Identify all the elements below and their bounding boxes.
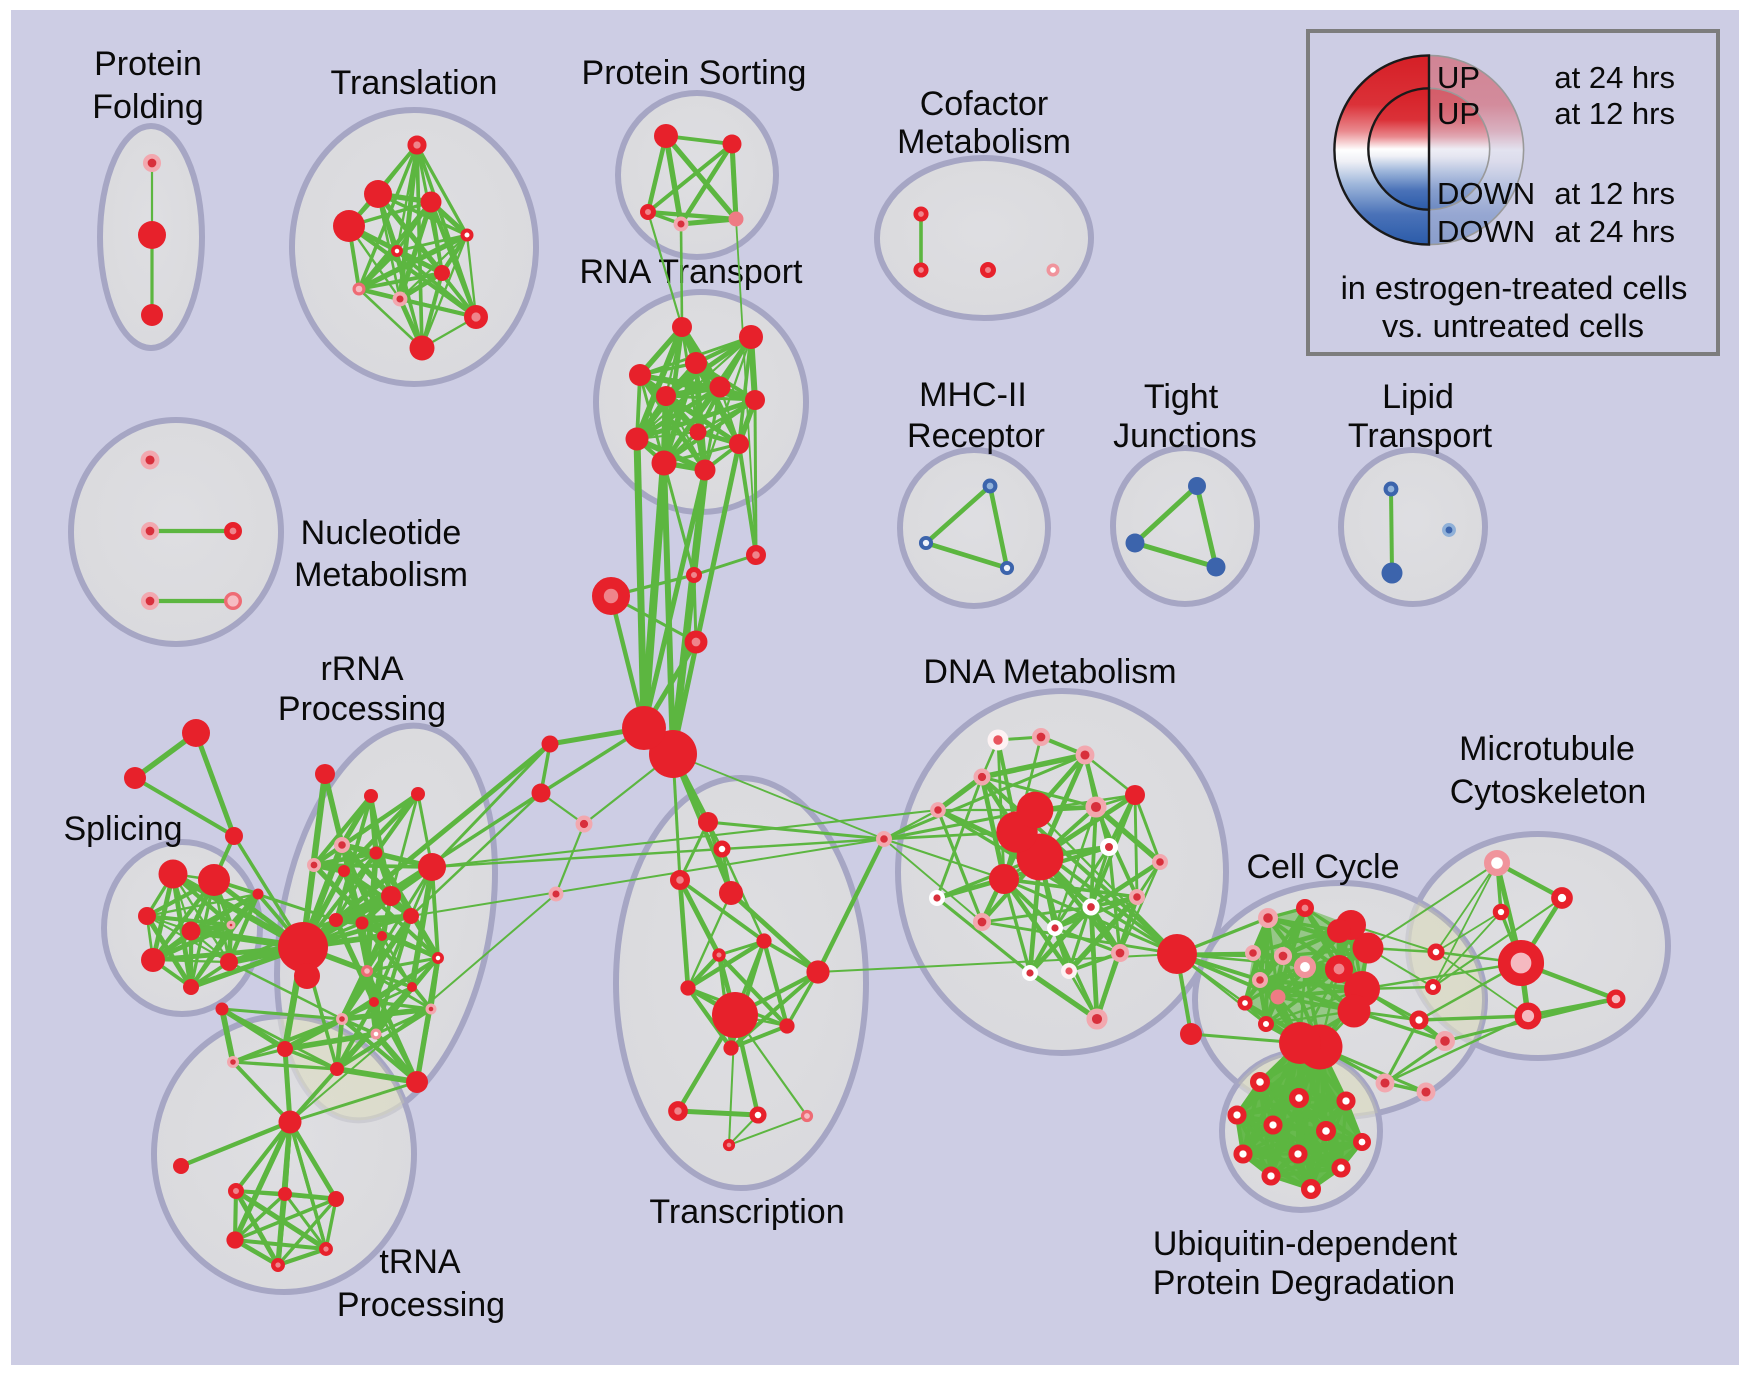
- svg-text:vs. untreated cells: vs. untreated cells: [1382, 308, 1644, 344]
- svg-text:Processing: Processing: [337, 1286, 505, 1324]
- svg-text:Metabolism: Metabolism: [897, 123, 1071, 161]
- svg-text:Transcription: Transcription: [649, 1193, 844, 1231]
- svg-text:Protein Sorting: Protein Sorting: [582, 54, 807, 92]
- svg-text:Cytoskeleton: Cytoskeleton: [1450, 773, 1647, 811]
- svg-text:Translation: Translation: [331, 64, 498, 102]
- svg-text:UP: UP: [1437, 96, 1480, 131]
- svg-text:at 12 hrs: at 12 hrs: [1554, 176, 1675, 211]
- svg-text:Metabolism: Metabolism: [294, 556, 468, 594]
- svg-text:Processing: Processing: [278, 690, 446, 728]
- svg-text:DNA Metabolism: DNA Metabolism: [923, 653, 1176, 691]
- svg-text:rRNA: rRNA: [320, 650, 403, 688]
- svg-text:Receptor: Receptor: [907, 417, 1045, 455]
- svg-text:tRNA: tRNA: [379, 1243, 461, 1281]
- svg-text:at 24 hrs: at 24 hrs: [1554, 60, 1675, 95]
- svg-text:Microtubule: Microtubule: [1459, 730, 1635, 768]
- svg-text:UP: UP: [1437, 60, 1480, 95]
- svg-text:Cell Cycle: Cell Cycle: [1246, 848, 1399, 886]
- svg-text:Lipid: Lipid: [1382, 378, 1454, 416]
- svg-text:Transport: Transport: [1348, 417, 1493, 455]
- svg-text:DOWN: DOWN: [1437, 176, 1535, 211]
- svg-text:Nucleotide: Nucleotide: [301, 514, 462, 552]
- svg-text:Folding: Folding: [92, 88, 204, 126]
- svg-text:MHC-II: MHC-II: [919, 376, 1027, 414]
- svg-text:Ubiquitin-dependent: Ubiquitin-dependent: [1153, 1225, 1458, 1263]
- svg-text:Protein Degradation: Protein Degradation: [1153, 1264, 1455, 1302]
- svg-text:in estrogen-treated cells: in estrogen-treated cells: [1341, 270, 1688, 306]
- svg-text:Tight: Tight: [1144, 378, 1219, 416]
- svg-text:Junctions: Junctions: [1113, 417, 1257, 455]
- svg-text:Cofactor: Cofactor: [920, 85, 1049, 123]
- svg-text:at 12 hrs: at 12 hrs: [1554, 96, 1675, 131]
- svg-text:RNA Transport: RNA Transport: [580, 253, 804, 291]
- svg-text:Protein: Protein: [94, 45, 202, 83]
- svg-text:DOWN: DOWN: [1437, 214, 1535, 249]
- svg-text:at 24 hrs: at 24 hrs: [1554, 214, 1675, 249]
- svg-text:Splicing: Splicing: [63, 810, 182, 848]
